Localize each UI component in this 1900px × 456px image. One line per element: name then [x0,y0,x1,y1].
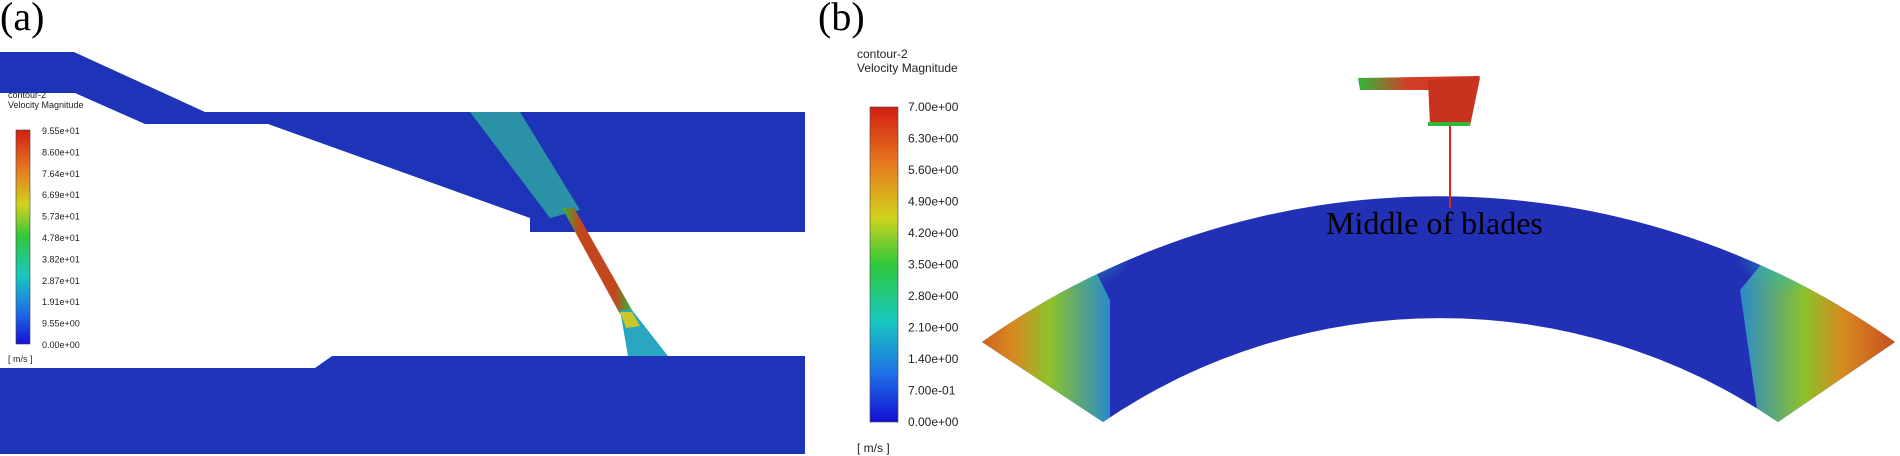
jet-core [562,208,632,314]
colorbar-a-tick-label: 9.55e+01 [42,126,80,136]
top-left-blue-shade [1230,125,1310,185]
colorbar-a-tick-label: 6.69e+01 [42,190,80,200]
colorbar-b-tick-label: 3.50e+00 [908,258,959,272]
colorbar-b-title-line2: Velocity Magnitude [857,61,958,75]
lower-flow-channel [0,356,805,454]
panel-a-label: (a) [0,0,44,39]
colorbar-b-tick-label: 0.00e+00 [908,415,959,429]
colorbar-b-tick-label: 2.80e+00 [908,289,959,303]
colorbar-a-tick-label: 4.78e+01 [42,233,80,243]
left-high-velocity-region [982,240,1110,422]
colorbar-a-tick-label: 3.82e+01 [42,254,80,264]
colorbar-a-unit: [ m/s ] [8,354,33,364]
colorbar-b-tick-label: 7.00e+00 [908,100,959,114]
right-gap [1490,74,1536,188]
colorbar-a-tick-label: 2.87e+01 [42,276,80,286]
colorbar-a-ticks: 9.55e+01 8.60e+01 7.64e+01 6.69e+01 5.73e+01… [42,126,80,350]
colorbar-b-tick-label: 5.60e+00 [908,163,959,177]
jet-outlet-hot [620,312,640,328]
colorbar-a-tick-label: 1.91e+01 [42,297,80,307]
colorbar-a-tick-label: 5.73e+01 [42,212,80,222]
colorbar-a-title-line2: Velocity Magnitude [8,100,84,110]
panel-b: (b) contour-2 Velocity Magnitude 7.00e+0… [818,0,1895,455]
colorbar-b: contour-2 Velocity Magnitude 7.00e+00 6.3… [857,47,959,455]
panel-a: (a) contour-2 Velocity Magnitude 9.55e+0… [0,0,805,454]
colorbar-b-tick-label: 7.00e-01 [908,384,956,398]
colorbar-a-tick-label: 0.00e+00 [42,340,80,350]
panel-b-label: (b) [818,0,865,39]
colorbar-a-tick-label: 7.64e+01 [42,169,80,179]
colorbar-b-ticks: 7.00e+00 6.30e+00 5.60e+00 4.90e+00 4.20e+00… [908,100,959,429]
colorbar-b-tick-label: 4.90e+00 [908,195,959,209]
right-high-velocity-region [1740,230,1895,422]
colorbar-a-tick-label: 9.55e+00 [42,319,80,329]
middle-left-cutout [1350,86,1430,188]
right-teal-zone [1735,205,1845,295]
colorbar-b-gradient [869,106,899,423]
jet-upstream-glow [470,112,580,218]
annotation-label: Middle of blades [1326,205,1543,241]
colorbar-a-gradient [15,129,31,345]
colorbar-b-tick-label: 4.20e+00 [908,226,959,240]
blade-slot-base [1428,122,1470,126]
blade-slot-core [1428,78,1480,126]
upper-flow-channel [0,52,805,232]
left-teal-zone [1025,200,1135,290]
colorbar-b-title-line1: contour-2 [857,47,908,61]
colorbar-b-tick-label: 2.10e+00 [908,321,959,335]
colorbar-b-unit: [ m/s ] [857,441,890,455]
colorbar-a-tick-label: 8.60e+01 [42,147,80,157]
colorbar-a-title-line1: contour-2 [8,90,46,100]
colorbar-a: contour-2 Velocity Magnitude 9.55e+01 8.6… [8,90,84,364]
colorbar-b-tick-label: 1.40e+00 [908,352,959,366]
colorbar-b-tick-label: 6.30e+00 [908,132,959,146]
